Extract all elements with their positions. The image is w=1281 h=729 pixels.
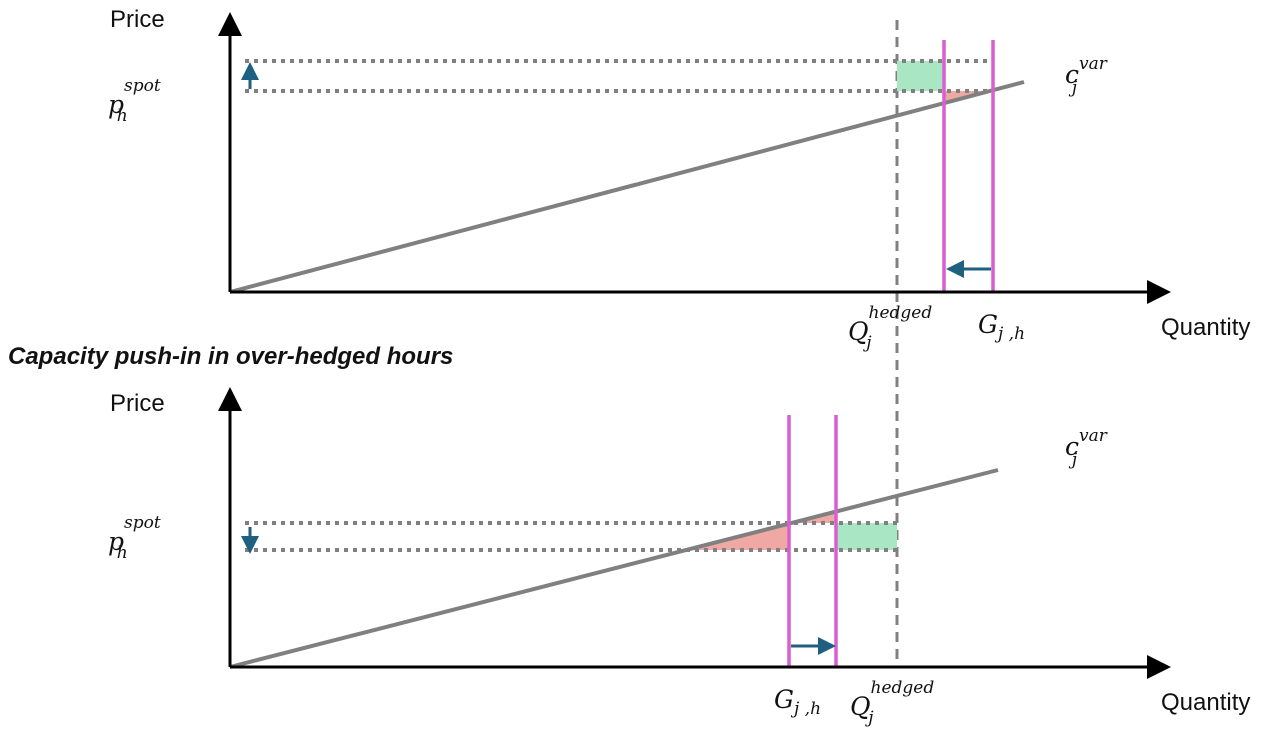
generation-label: Gj ,h — [978, 310, 1025, 344]
cost-curve — [229, 80, 1025, 294]
gain-area — [836, 523, 897, 550]
x-axis-label: Quantity — [1161, 314, 1250, 341]
gain-area — [897, 61, 944, 91]
cost-curve — [229, 468, 999, 669]
generation-label: Gj ,h — [774, 685, 821, 719]
section-title: Capacity push-in in over-hedged hours — [8, 343, 453, 370]
y-axis-label: Price — [110, 390, 165, 417]
x-axis-label: Quantity — [1161, 689, 1250, 716]
y-axis-label: Price — [110, 6, 165, 33]
